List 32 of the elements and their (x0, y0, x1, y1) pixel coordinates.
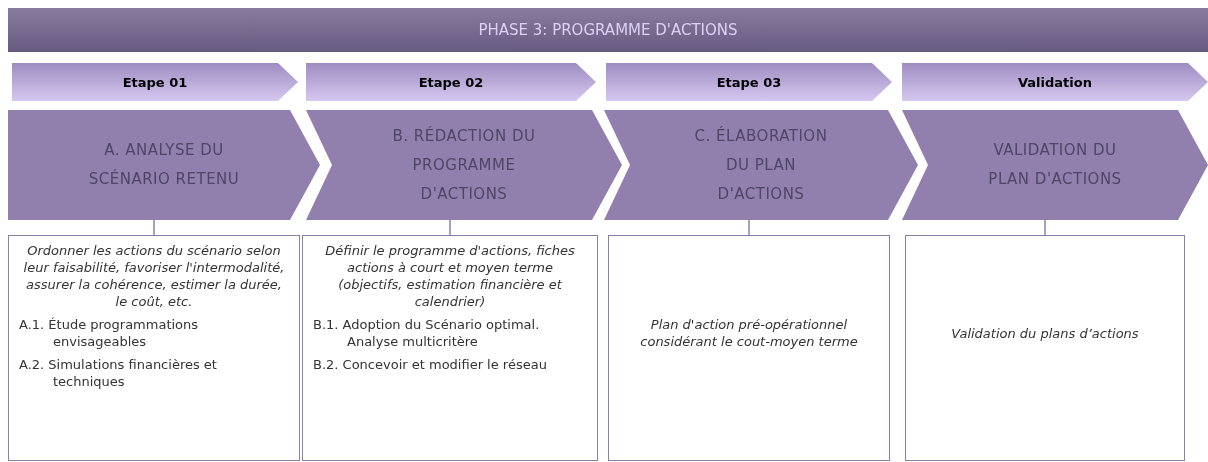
description-text: Ordonner les actions du scénario selon leur faisabilité, favoriser l'intermodalité, assurer la cohérence, estimer la durée, le coût, etc. (22, 242, 286, 310)
step-header (902, 63, 1208, 101)
list-item: B.1. Adoption du Scénario optimal. Analyse multicritère (313, 316, 541, 350)
stage-title: C. ÉLABORATION DU PLAN D'ACTIONS (693, 125, 829, 205)
text-box (608, 235, 890, 461)
text-box (302, 235, 598, 461)
description-text: Définir le programme d'actions, fiches actions à court et moyen terme (objectifs, estimation financière et calendrier) (324, 242, 576, 310)
stage-title: VALIDATION DU PLAN D'ACTIONS (987, 140, 1123, 190)
banner-title: PHASE 3: PROGRAMME D'ACTIONS (478, 21, 738, 39)
step-header (306, 63, 596, 101)
phase-banner (8, 8, 1208, 52)
description-text: Validation du plans d’actions (951, 324, 1139, 342)
step-label: Etape 02 (418, 74, 484, 90)
stage-panel (902, 110, 1208, 220)
list-item: A.2. Simulations financières et techniques (19, 356, 218, 390)
connector-line (748, 219, 750, 236)
stage-title: B. RÉDACTION DU PROGRAMME D'ACTIONS (391, 125, 537, 205)
step-label: Etape 01 (122, 74, 188, 90)
list-item: B.2. Concevoir et modifier le réseau (313, 356, 548, 373)
connector-line (153, 219, 155, 236)
stage-panel (8, 110, 320, 220)
connector-line (449, 219, 451, 236)
text-box (8, 235, 300, 461)
step-label: Validation (1018, 74, 1092, 90)
step-label: Etape 03 (716, 74, 782, 90)
step-header (606, 63, 892, 101)
connector-line (1044, 219, 1046, 236)
description-text: Plan d'action pré-opérationnel considérant le cout-moyen terme (639, 316, 859, 350)
list-item: A.1. Étude programmations envisageables (19, 316, 200, 350)
step-header (12, 63, 298, 101)
stage-title: A. ANALYSE DU SCÉNARIO RETENU (87, 140, 241, 190)
text-box (905, 235, 1185, 461)
